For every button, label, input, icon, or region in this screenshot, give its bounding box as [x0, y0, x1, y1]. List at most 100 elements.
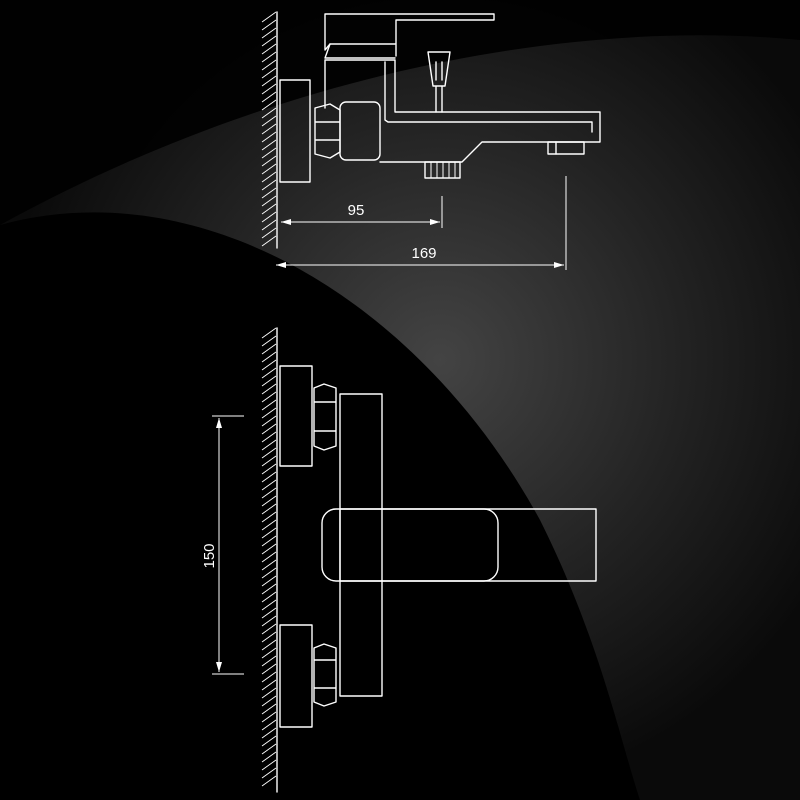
upper-shadow — [0, 0, 800, 225]
hatch-line — [261, 211, 277, 223]
hatch-line — [261, 711, 277, 723]
dimension-150: 150 — [201, 415, 244, 675]
dimension-label-169: 169 — [411, 245, 436, 262]
hatch-line — [261, 391, 277, 403]
hatch-line — [261, 511, 277, 523]
hatch-line — [261, 455, 277, 467]
wall-hatch-top — [261, 11, 277, 247]
hatch-line — [261, 599, 277, 611]
hatch-line — [261, 631, 277, 643]
threaded-connector — [424, 161, 461, 179]
hatch-line — [261, 583, 277, 595]
hatch-line — [261, 647, 277, 659]
hatch-line — [261, 123, 277, 135]
hatch-line — [261, 415, 277, 427]
hatch-line — [261, 671, 277, 683]
dimension-95: 95 — [281, 196, 443, 228]
mixer-housing — [324, 59, 601, 163]
hatch-line — [261, 367, 277, 379]
hatch-line — [261, 179, 277, 191]
hatch-line — [261, 43, 277, 55]
hatch-line — [261, 527, 277, 539]
hatch-line — [261, 359, 277, 371]
hatch-line — [261, 447, 277, 459]
hatch-line — [261, 171, 277, 183]
hatch-line — [261, 615, 277, 627]
hatch-line — [261, 235, 277, 247]
hatch-line — [261, 139, 277, 151]
hatch-line — [261, 703, 277, 715]
hatch-line — [261, 607, 277, 619]
hatch-line — [261, 407, 277, 419]
hatch-line — [261, 227, 277, 239]
hatch-line — [261, 519, 277, 531]
hatch-line — [261, 759, 277, 771]
hatch-line — [261, 719, 277, 731]
hatch-line — [261, 687, 277, 699]
hatch-line — [261, 775, 277, 787]
hatch-line — [261, 91, 277, 103]
hatch-line — [261, 83, 277, 95]
hatch-line — [261, 487, 277, 499]
hatch-line — [261, 751, 277, 763]
diverter-knob — [427, 51, 451, 113]
wall-mount-plate — [279, 79, 311, 183]
hatch-line — [261, 163, 277, 175]
hatch-line — [261, 663, 277, 675]
hatch-line — [261, 655, 277, 667]
hatch-line — [261, 471, 277, 483]
hatch-line — [261, 423, 277, 435]
hatch-line — [261, 203, 277, 215]
hatch-line — [261, 559, 277, 571]
hex-nut-upper — [313, 383, 337, 451]
mount-plate-upper — [279, 365, 313, 467]
hatch-line — [261, 27, 277, 39]
hatch-line — [261, 11, 277, 23]
hatch-line — [261, 591, 277, 603]
hatch-line — [261, 639, 277, 651]
top-view: 95 169 — [261, 11, 601, 270]
hatch-line — [261, 743, 277, 755]
spout-aerator — [547, 141, 585, 155]
hatch-line — [261, 351, 277, 363]
lever-handle — [324, 13, 495, 57]
hatch-line — [261, 343, 277, 355]
hatch-line — [261, 115, 277, 127]
hatch-line — [261, 219, 277, 231]
hatch-line — [261, 383, 277, 395]
hatch-line — [261, 75, 277, 87]
bottom-view: 150 — [201, 327, 597, 793]
hatch-line — [261, 623, 277, 635]
hatch-line — [261, 107, 277, 119]
hatch-line — [261, 147, 277, 159]
housing-inner — [384, 61, 593, 133]
hatch-line — [261, 195, 277, 207]
hatch-line — [261, 463, 277, 475]
hatch-line — [261, 99, 277, 111]
hatch-line — [261, 727, 277, 739]
hatch-line — [261, 567, 277, 579]
hatch-line — [261, 495, 277, 507]
hatch-line — [261, 155, 277, 167]
handle-front — [321, 508, 499, 582]
hatch-line — [261, 335, 277, 347]
hatch-line — [261, 735, 277, 747]
hatch-line — [261, 51, 277, 63]
hatch-line — [261, 327, 277, 339]
hatch-line — [261, 35, 277, 47]
hatch-line — [261, 131, 277, 143]
hatch-line — [261, 551, 277, 563]
hatch-line — [261, 503, 277, 515]
hatch-line — [261, 399, 277, 411]
hex-nut-lower — [313, 643, 337, 707]
hatch-line — [261, 575, 277, 587]
hatch-line — [261, 19, 277, 31]
hatch-line — [261, 67, 277, 79]
hatch-line — [261, 59, 277, 71]
dimension-label-150: 150 — [201, 543, 218, 568]
hatch-line — [261, 695, 277, 707]
hatch-line — [261, 479, 277, 491]
wall-hatch-bottom — [261, 327, 277, 787]
